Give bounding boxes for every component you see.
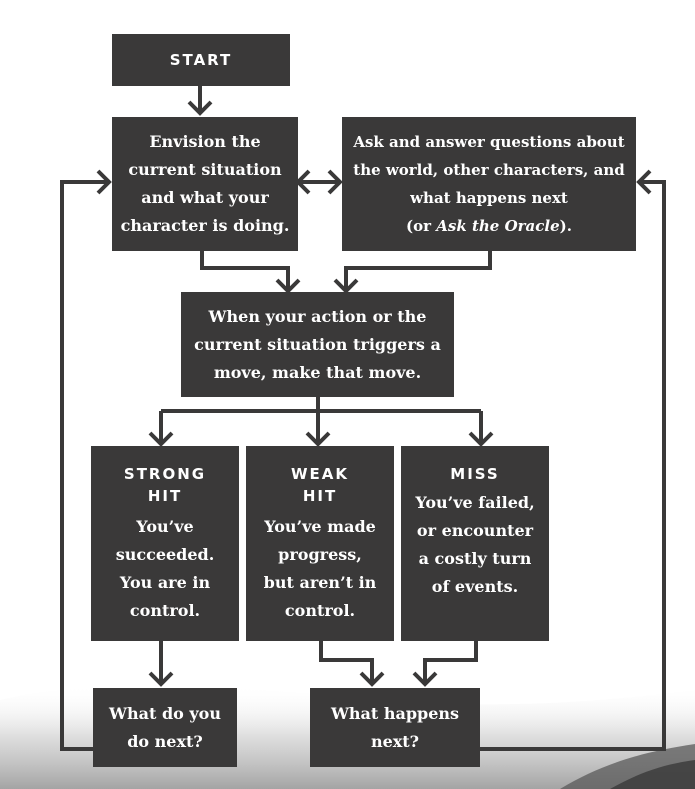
miss-body-1: You’ve failed, [415, 493, 535, 512]
what-happens-next-box: What happens next? [310, 688, 480, 767]
miss-heading: MISS [450, 465, 500, 483]
strong-hit-body-4: control. [129, 601, 201, 620]
envision-box: Envision the current situation and what … [112, 117, 298, 251]
ask-line-4: (or Ask the Oracle). [406, 212, 572, 240]
envision-line-4: character is doing. [120, 216, 290, 235]
miss-box: MISS You’ve failed, or encounter a costl… [401, 446, 549, 641]
ask-the-oracle: Ask the Oracle [436, 217, 560, 235]
what-do-you-do-next-box: What do you do next? [93, 688, 237, 767]
envision-line-1: Envision the [149, 132, 261, 151]
miss-body-3: a costly turn [418, 549, 532, 568]
ask-line-1: Ask and answer questions about [353, 133, 625, 151]
ask-line-3: what happens next [410, 189, 568, 207]
envision-line-2: current situation [128, 160, 282, 179]
strong-hit-body-1: You’ve [136, 517, 194, 536]
weak-hit-heading-2: HIT [302, 487, 338, 505]
weak-hit-body-2: progress, [278, 545, 362, 564]
strong-hit-heading-1: STRONG [123, 465, 207, 483]
start-box: START [112, 34, 290, 86]
move-line-1: When your action or the [208, 306, 427, 326]
miss-body-2: or encounter [416, 521, 534, 540]
ask-line-4-prefix: (or [406, 217, 437, 235]
start-label: START [169, 51, 233, 69]
ask-questions-box: Ask and answer questions about the world… [342, 117, 636, 251]
arrow-move-split [161, 397, 481, 413]
ask-line-4-suffix: ). [559, 217, 572, 235]
strong-hit-body-2: succeeded. [115, 545, 215, 564]
move-line-3: move, make that move. [213, 362, 422, 382]
do-next-line-1: What do you [109, 703, 221, 723]
happens-next-line-2: next? [370, 731, 420, 751]
happens-next-line-1: What happens [330, 703, 460, 723]
strong-hit-box: STRONG HIT You’ve succeeded. You are in … [91, 446, 239, 641]
miss-body-4: of events. [431, 577, 519, 596]
move-line-2: current situation triggers a [194, 334, 441, 354]
weak-hit-box: WEAK HIT You’ve made progress, but aren’… [246, 446, 394, 641]
strong-hit-heading-2: HIT [147, 487, 183, 505]
arrow-loop-right [480, 180, 666, 751]
do-next-line-2: do next? [127, 731, 203, 751]
strong-hit-body-3: You are in [119, 573, 211, 592]
weak-hit-body-3: but aren’t in [263, 573, 377, 592]
weak-hit-heading-1: WEAK [290, 465, 350, 483]
arrow-miss-to-happens [423, 641, 478, 684]
ask-line-2: the world, other characters, and [353, 161, 625, 179]
arrow-loop-left [60, 180, 109, 751]
weak-hit-body-1: You’ve made [264, 517, 376, 536]
arrow-weak-to-happens [319, 641, 374, 684]
arrow-ask-to-move [344, 251, 492, 291]
weak-hit-body-4: control. [284, 601, 356, 620]
arrow-envision-to-move [200, 251, 290, 291]
envision-line-3: and what your [141, 188, 269, 207]
make-move-box: When your action or the current situatio… [181, 292, 454, 397]
